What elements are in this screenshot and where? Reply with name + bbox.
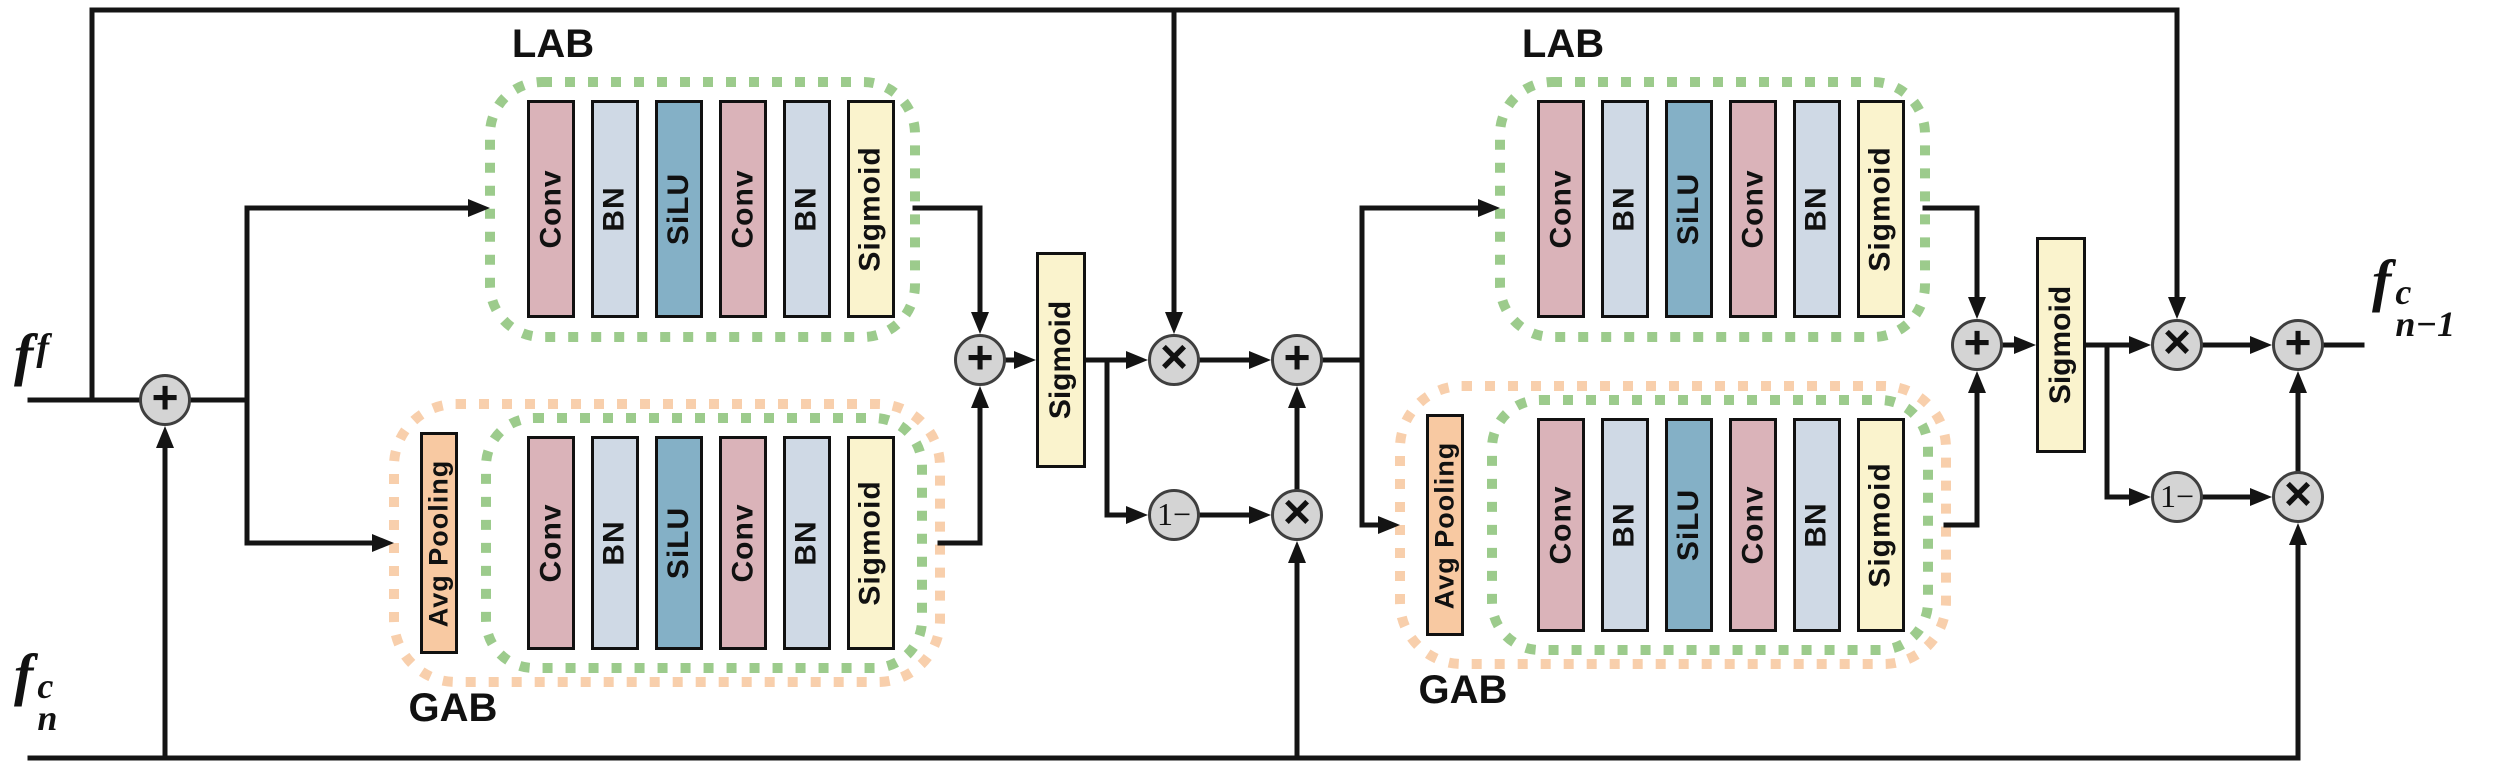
gab1-title: GAB <box>408 686 498 730</box>
op-multiply-top-1-symbol: × <box>1159 330 1189 384</box>
op-add-final-2: + <box>2272 316 2324 371</box>
gab2-layer-label: SiLU <box>1672 488 1705 562</box>
gab2-layer-label: Sigmoid <box>1864 462 1897 588</box>
lab2-layer-label: SiLU <box>1672 172 1705 246</box>
lab2-layer-silu: SiLU <box>1665 100 1713 318</box>
gab1-layer-label: Conv <box>534 503 567 583</box>
lab1-layer-label: Conv <box>534 169 567 249</box>
output-label-fn1c-sup: c <box>2395 272 2412 312</box>
input-label-fnc-sup: c <box>37 666 54 706</box>
lab2-layer-label: Conv <box>1736 169 1769 249</box>
lab2-layer-conv: Conv <box>1537 100 1585 318</box>
gab2-title: GAB <box>1418 668 1508 712</box>
lab2-layer-label: Sigmoid <box>1864 146 1897 272</box>
stage2-sigmoid-gate-label: Sigmoid <box>2044 285 2077 405</box>
op-add-final-2-symbol: + <box>2284 316 2312 368</box>
lab1-layer-bn: BN <box>591 100 639 318</box>
gab2-layer-label: BN <box>1800 502 1833 548</box>
lab1-layer-label: BN <box>790 186 823 232</box>
gab1-layer-conv: Conv <box>527 436 575 650</box>
lab2-dotted-border <box>1495 77 1930 342</box>
op-multiply-bottom-1-symbol: × <box>1282 485 1312 539</box>
gab1-layer-label: Conv <box>726 503 759 583</box>
op-add-final-1-symbol: + <box>1283 331 1311 383</box>
input-label-ff: ff <box>14 326 49 384</box>
gab1-layer-bn: BN <box>591 436 639 650</box>
input-label-ff-sup: f <box>36 327 49 369</box>
lab1-dotted-border <box>485 77 920 342</box>
stage2-sigmoid-gate: Sigmoid <box>2036 237 2086 453</box>
op-multiply-top-1: × <box>1148 331 1200 386</box>
gab1-avg-pooling-label: Avg Pooling <box>423 459 454 627</box>
gab2-avg-pooling-label: Avg Pooling <box>1429 441 1460 609</box>
gab1-inner-dotted-border <box>481 413 927 673</box>
op-one-minus-2: 1− <box>2151 471 2203 523</box>
gab2-layer-label: Conv <box>1736 485 1769 565</box>
gab1-layer-label: SiLU <box>662 506 695 580</box>
lab2-layer-label: Conv <box>1544 169 1577 249</box>
lab2-layer-bn: BN <box>1601 100 1649 318</box>
gab1-layer-conv: Conv <box>719 436 767 650</box>
gab2-layer-label: Conv <box>1544 485 1577 565</box>
stage1-sigmoid-gate: Sigmoid <box>1036 252 1086 468</box>
gab1-layer-label: Sigmoid <box>854 480 887 606</box>
gab1-layer-label: BN <box>598 520 631 566</box>
lab2-title: LAB <box>1521 22 1605 66</box>
output-label-fn1c-base: f <box>2372 248 2392 313</box>
lab1-layer-conv: Conv <box>719 100 767 318</box>
lab1-layer-sigmoid: Sigmoid <box>847 100 895 318</box>
input-label-ff-base: f <box>14 322 34 387</box>
gab2-avg-pooling: Avg Pooling <box>1426 414 1464 636</box>
op-multiply-bottom-1: × <box>1271 486 1323 541</box>
gab2-layer-bn: BN <box>1601 418 1649 632</box>
op-add-input: + <box>139 371 191 426</box>
lab1-layer-label: Conv <box>726 169 759 249</box>
lab1-title: LAB <box>511 22 595 66</box>
gab1-layer-sigmoid: Sigmoid <box>847 436 895 650</box>
gab1-avg-pooling: Avg Pooling <box>420 432 458 654</box>
input-label-fnc-sub: n <box>37 698 58 739</box>
gab2-inner-dotted-border <box>1487 395 1933 655</box>
lab2-layer-label: BN <box>1800 186 1833 232</box>
op-multiply-top-2: × <box>2151 316 2203 371</box>
gab1-layer-silu: SiLU <box>655 436 703 650</box>
gab2-layer-bn: BN <box>1793 418 1841 632</box>
lab1-layer-conv: Conv <box>527 100 575 318</box>
lab2-layer-conv: Conv <box>1729 100 1777 318</box>
op-merge-add-2-symbol: + <box>1963 316 1991 368</box>
lab2-layer-sigmoid: Sigmoid <box>1857 100 1905 318</box>
lab1-layer-bn: BN <box>783 100 831 318</box>
lab2-layer-label: BN <box>1608 186 1641 232</box>
gab2-layer-silu: SiLU <box>1665 418 1713 632</box>
op-one-minus-2-symbol: 1− <box>2159 477 2195 514</box>
op-multiply-top-2-symbol: × <box>2162 315 2192 369</box>
op-multiply-bottom-2: × <box>2272 468 2324 523</box>
op-merge-add-1: + <box>954 331 1006 386</box>
gab1-layer-label: BN <box>790 520 823 566</box>
op-merge-add-1-symbol: + <box>966 331 994 383</box>
stage1-sigmoid-gate-label: Sigmoid <box>1044 300 1077 420</box>
output-label-fn1c-sub: n−1 <box>2395 304 2456 345</box>
op-one-minus-1-symbol: 1− <box>1156 495 1192 532</box>
op-multiply-bottom-2-symbol: × <box>2283 467 2313 521</box>
gab2-layer-label: BN <box>1608 502 1641 548</box>
gab1-layer-bn: BN <box>783 436 831 650</box>
lab1-layer-label: Sigmoid <box>854 146 887 272</box>
lab1-layer-label: BN <box>598 186 631 232</box>
input-label-fnc-base: f <box>14 642 34 707</box>
op-add-input-symbol: + <box>151 371 179 423</box>
op-merge-add-2: + <box>1951 316 2003 371</box>
op-one-minus-1: 1− <box>1148 489 1200 541</box>
gab2-layer-conv: Conv <box>1729 418 1777 632</box>
lab1-layer-label: SiLU <box>662 172 695 246</box>
op-add-final-1: + <box>1271 331 1323 386</box>
lab2-layer-bn: BN <box>1793 100 1841 318</box>
gab2-layer-sigmoid: Sigmoid <box>1857 418 1905 632</box>
lab1-layer-silu: SiLU <box>655 100 703 318</box>
gab2-layer-conv: Conv <box>1537 418 1585 632</box>
